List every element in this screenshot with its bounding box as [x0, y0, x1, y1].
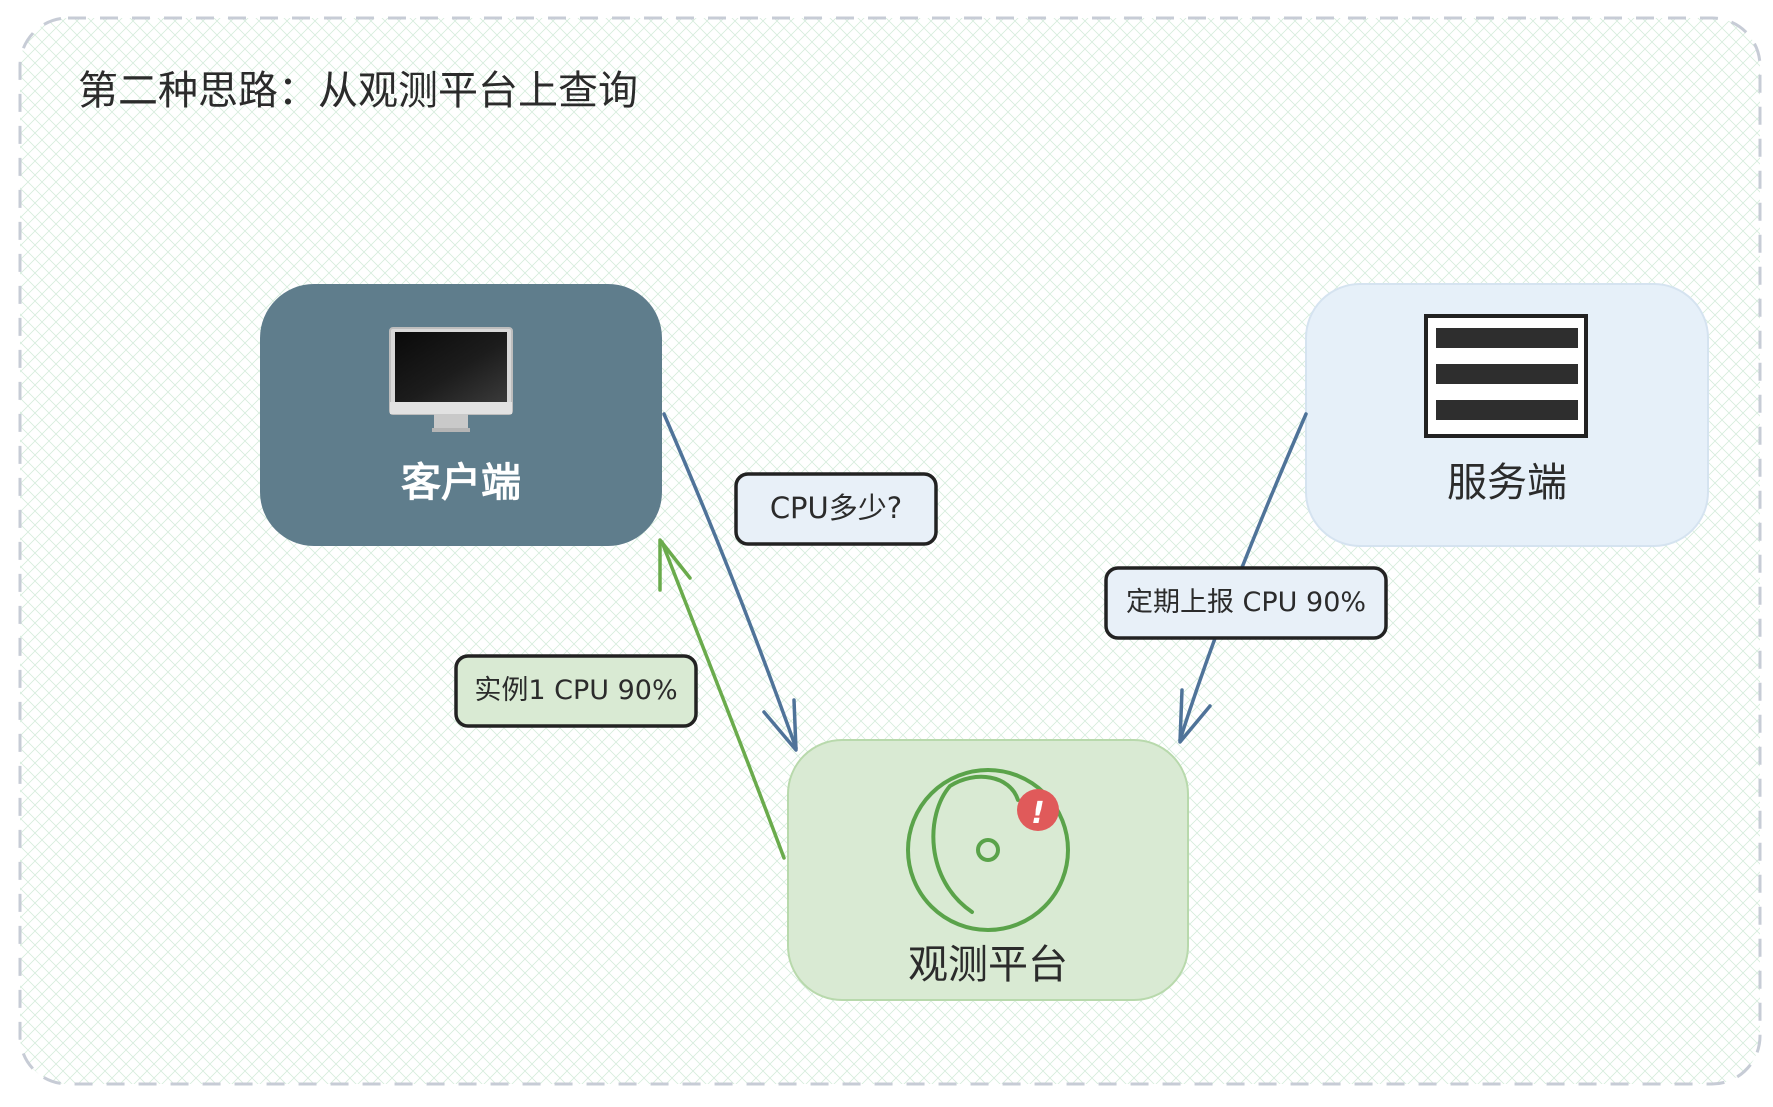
edge-label-answer: 实例1 CPU 90% — [454, 654, 698, 728]
server-rack-icon — [1424, 314, 1588, 438]
observability-node[interactable]: ! 观测平台 — [787, 739, 1189, 1001]
arrow-observability-to-client — [658, 538, 786, 860]
edge-label-report-text: 定期上报 CPU 90% — [1126, 587, 1366, 618]
edge-label-query-text: CPU多少? — [770, 491, 902, 525]
diagram-title: 第二种思路：从观测平台上查询 — [78, 68, 638, 114]
arrow-client-to-observability — [662, 412, 798, 752]
alert-glyph: ! — [1031, 796, 1045, 831]
server-label: 服务端 — [1447, 460, 1567, 506]
client-node[interactable]: 客户端 — [260, 284, 662, 546]
edge-label-answer-text: 实例1 CPU 90% — [474, 675, 677, 706]
observability-label: 观测平台 — [908, 942, 1068, 988]
edge-label-report: 定期上报 CPU 90% — [1104, 566, 1388, 640]
client-label: 客户端 — [401, 460, 521, 506]
server-node[interactable]: 服务端 — [1305, 283, 1709, 547]
monitor-icon — [389, 327, 513, 432]
observability-alert-icon: ! — [906, 768, 1070, 932]
edge-label-query: CPU多少? — [734, 472, 938, 546]
